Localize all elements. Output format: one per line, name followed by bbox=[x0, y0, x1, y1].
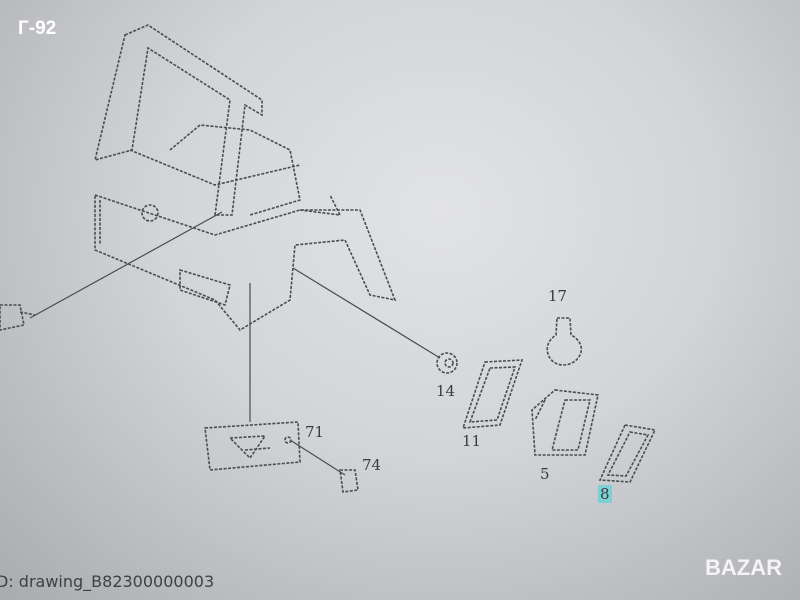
part-14-grommet bbox=[436, 352, 458, 374]
part-74-screw bbox=[339, 469, 359, 493]
callout-8: 8 bbox=[598, 485, 612, 503]
highlighted-part-8[interactable]: 8 bbox=[598, 485, 612, 503]
callout-74: 74 bbox=[362, 456, 382, 474]
part-17-bulb bbox=[546, 317, 583, 366]
callout-14: 14 bbox=[436, 382, 456, 400]
part-8-lens bbox=[598, 424, 657, 483]
part-5-lamp bbox=[531, 389, 599, 456]
callout-17: 17 bbox=[548, 287, 568, 305]
part-connector-left bbox=[0, 304, 36, 331]
drawing-id: D: drawing_B82300000003 bbox=[0, 572, 215, 591]
site-logo: BAZAR bbox=[705, 555, 782, 580]
part-71-marker-lamp bbox=[204, 421, 301, 471]
listing-watermark: Г-92 bbox=[18, 18, 57, 39]
part-11-gasket bbox=[461, 359, 524, 429]
leader-lines bbox=[29, 211, 441, 476]
callout-5: 5 bbox=[540, 465, 550, 483]
truck-cab-drawing bbox=[93, 24, 397, 332]
callout-11: 11 bbox=[462, 432, 482, 450]
callout-71: 71 bbox=[305, 423, 325, 441]
